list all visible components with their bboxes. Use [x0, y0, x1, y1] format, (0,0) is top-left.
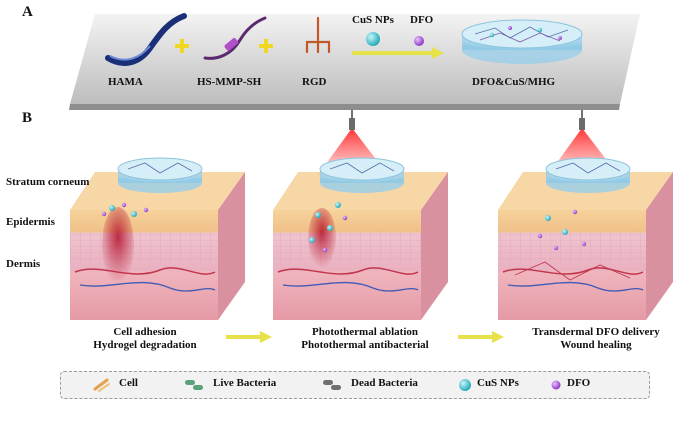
- layer-label-stratum-corneum: Stratum corneum: [6, 176, 90, 188]
- plus-icon: [175, 39, 189, 53]
- live-bacteria-icon: [185, 380, 203, 390]
- laser-icon: [579, 110, 585, 130]
- stage-arrow: [458, 331, 504, 343]
- cus-nps-reagent-label: CuS NPs: [352, 14, 394, 26]
- legend-dead-bacteria-label: Dead Bacteria: [351, 377, 418, 389]
- hydrogel-disc: [461, 19, 583, 64]
- legend-dfo-label: DFO: [567, 377, 591, 389]
- plus-icon: [259, 39, 273, 53]
- dfo-reagent-label: DFO: [410, 14, 434, 26]
- cus-nps-icon: [459, 379, 471, 391]
- reaction-arrow: [352, 47, 444, 59]
- rgd-label: RGD: [302, 76, 327, 88]
- legend-live-bacteria-label: Live Bacteria: [213, 377, 277, 389]
- dfo-icon: [414, 36, 424, 46]
- laser-icon: [349, 110, 355, 130]
- layer-label-dermis: Dermis: [6, 258, 41, 270]
- cus-np-icon: [366, 32, 380, 46]
- skin-block-1: [70, 157, 245, 320]
- product-label: DFO&CuS/MHG: [472, 76, 556, 88]
- hama-label: HAMA: [108, 76, 143, 88]
- stage-arrow: [226, 331, 272, 343]
- dead-bacteria-icon: [323, 380, 341, 390]
- hs-mmp-sh-molecule: [203, 16, 267, 60]
- legend-cus-nps-label: CuS NPs: [477, 377, 519, 389]
- layer-label-epidermis: Epidermis: [6, 216, 55, 228]
- legend-cell-label: Cell: [119, 377, 138, 389]
- panel-a-letter: A: [22, 4, 33, 20]
- cell-icon: [93, 378, 110, 392]
- skin-block-2: [273, 110, 448, 320]
- skin-block-3: [498, 110, 673, 320]
- legend: Cell Live Bacteria Dead Bacteria CuS NPs…: [60, 371, 650, 399]
- hs-mmp-sh-label: HS-MMP-SH: [197, 76, 262, 88]
- panel-b-letter: B: [22, 110, 33, 126]
- dfo-icon: [551, 380, 561, 390]
- rgd-molecule: [305, 16, 331, 54]
- hama-molecule: [105, 13, 187, 66]
